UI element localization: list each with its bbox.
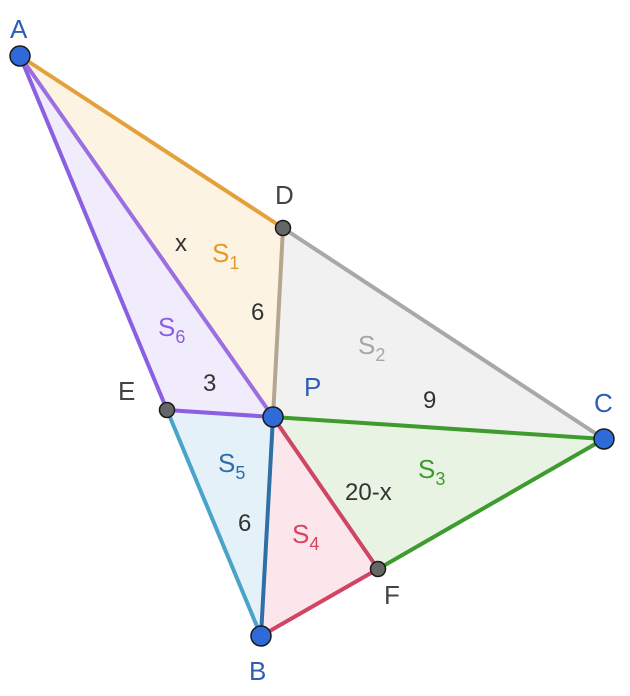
value-s1-x: x xyxy=(175,230,187,257)
point-a xyxy=(9,45,31,67)
point-f xyxy=(369,560,387,578)
region-s4-fill xyxy=(261,417,378,636)
segment-bp xyxy=(259,416,275,637)
segment-ap xyxy=(18,54,275,419)
segment-cf xyxy=(377,437,605,571)
label-e: E xyxy=(118,376,135,406)
segment-ae xyxy=(18,55,169,411)
point-e xyxy=(158,401,176,419)
region-s3-fill xyxy=(273,417,604,569)
region-label-s3: S3 xyxy=(418,454,445,489)
value-s2: 9 xyxy=(423,387,436,414)
value-s1-6: 6 xyxy=(251,299,264,326)
segment-pf xyxy=(271,415,380,571)
segment-dp xyxy=(271,227,285,418)
label-a: A xyxy=(10,14,28,44)
label-p: P xyxy=(304,372,321,402)
region-s5-fill xyxy=(167,410,273,636)
value-s6: 3 xyxy=(203,370,216,397)
segment-fb xyxy=(260,567,379,638)
region-s1-fill xyxy=(20,56,283,417)
point-b xyxy=(250,625,272,647)
segment-dc xyxy=(281,226,606,441)
segment-eb xyxy=(165,409,263,637)
region-label-s4: S4 xyxy=(292,519,319,554)
region-label-s2: S2 xyxy=(358,330,385,365)
segment-pc xyxy=(272,415,605,441)
region-label-s5: S5 xyxy=(218,448,245,483)
value-s3: 20-x xyxy=(345,479,392,506)
segment-ep xyxy=(166,408,274,419)
region-label-s6: S6 xyxy=(158,312,185,347)
segment-ad xyxy=(18,54,285,230)
label-d: D xyxy=(275,180,294,210)
label-b: B xyxy=(249,656,266,686)
label-c: C xyxy=(594,388,613,418)
point-d xyxy=(274,219,292,237)
point-p xyxy=(262,406,284,428)
label-f: F xyxy=(384,580,400,610)
region-label-s1: S1 xyxy=(212,238,239,273)
point-c xyxy=(593,428,615,450)
value-s5: 6 xyxy=(238,510,251,537)
